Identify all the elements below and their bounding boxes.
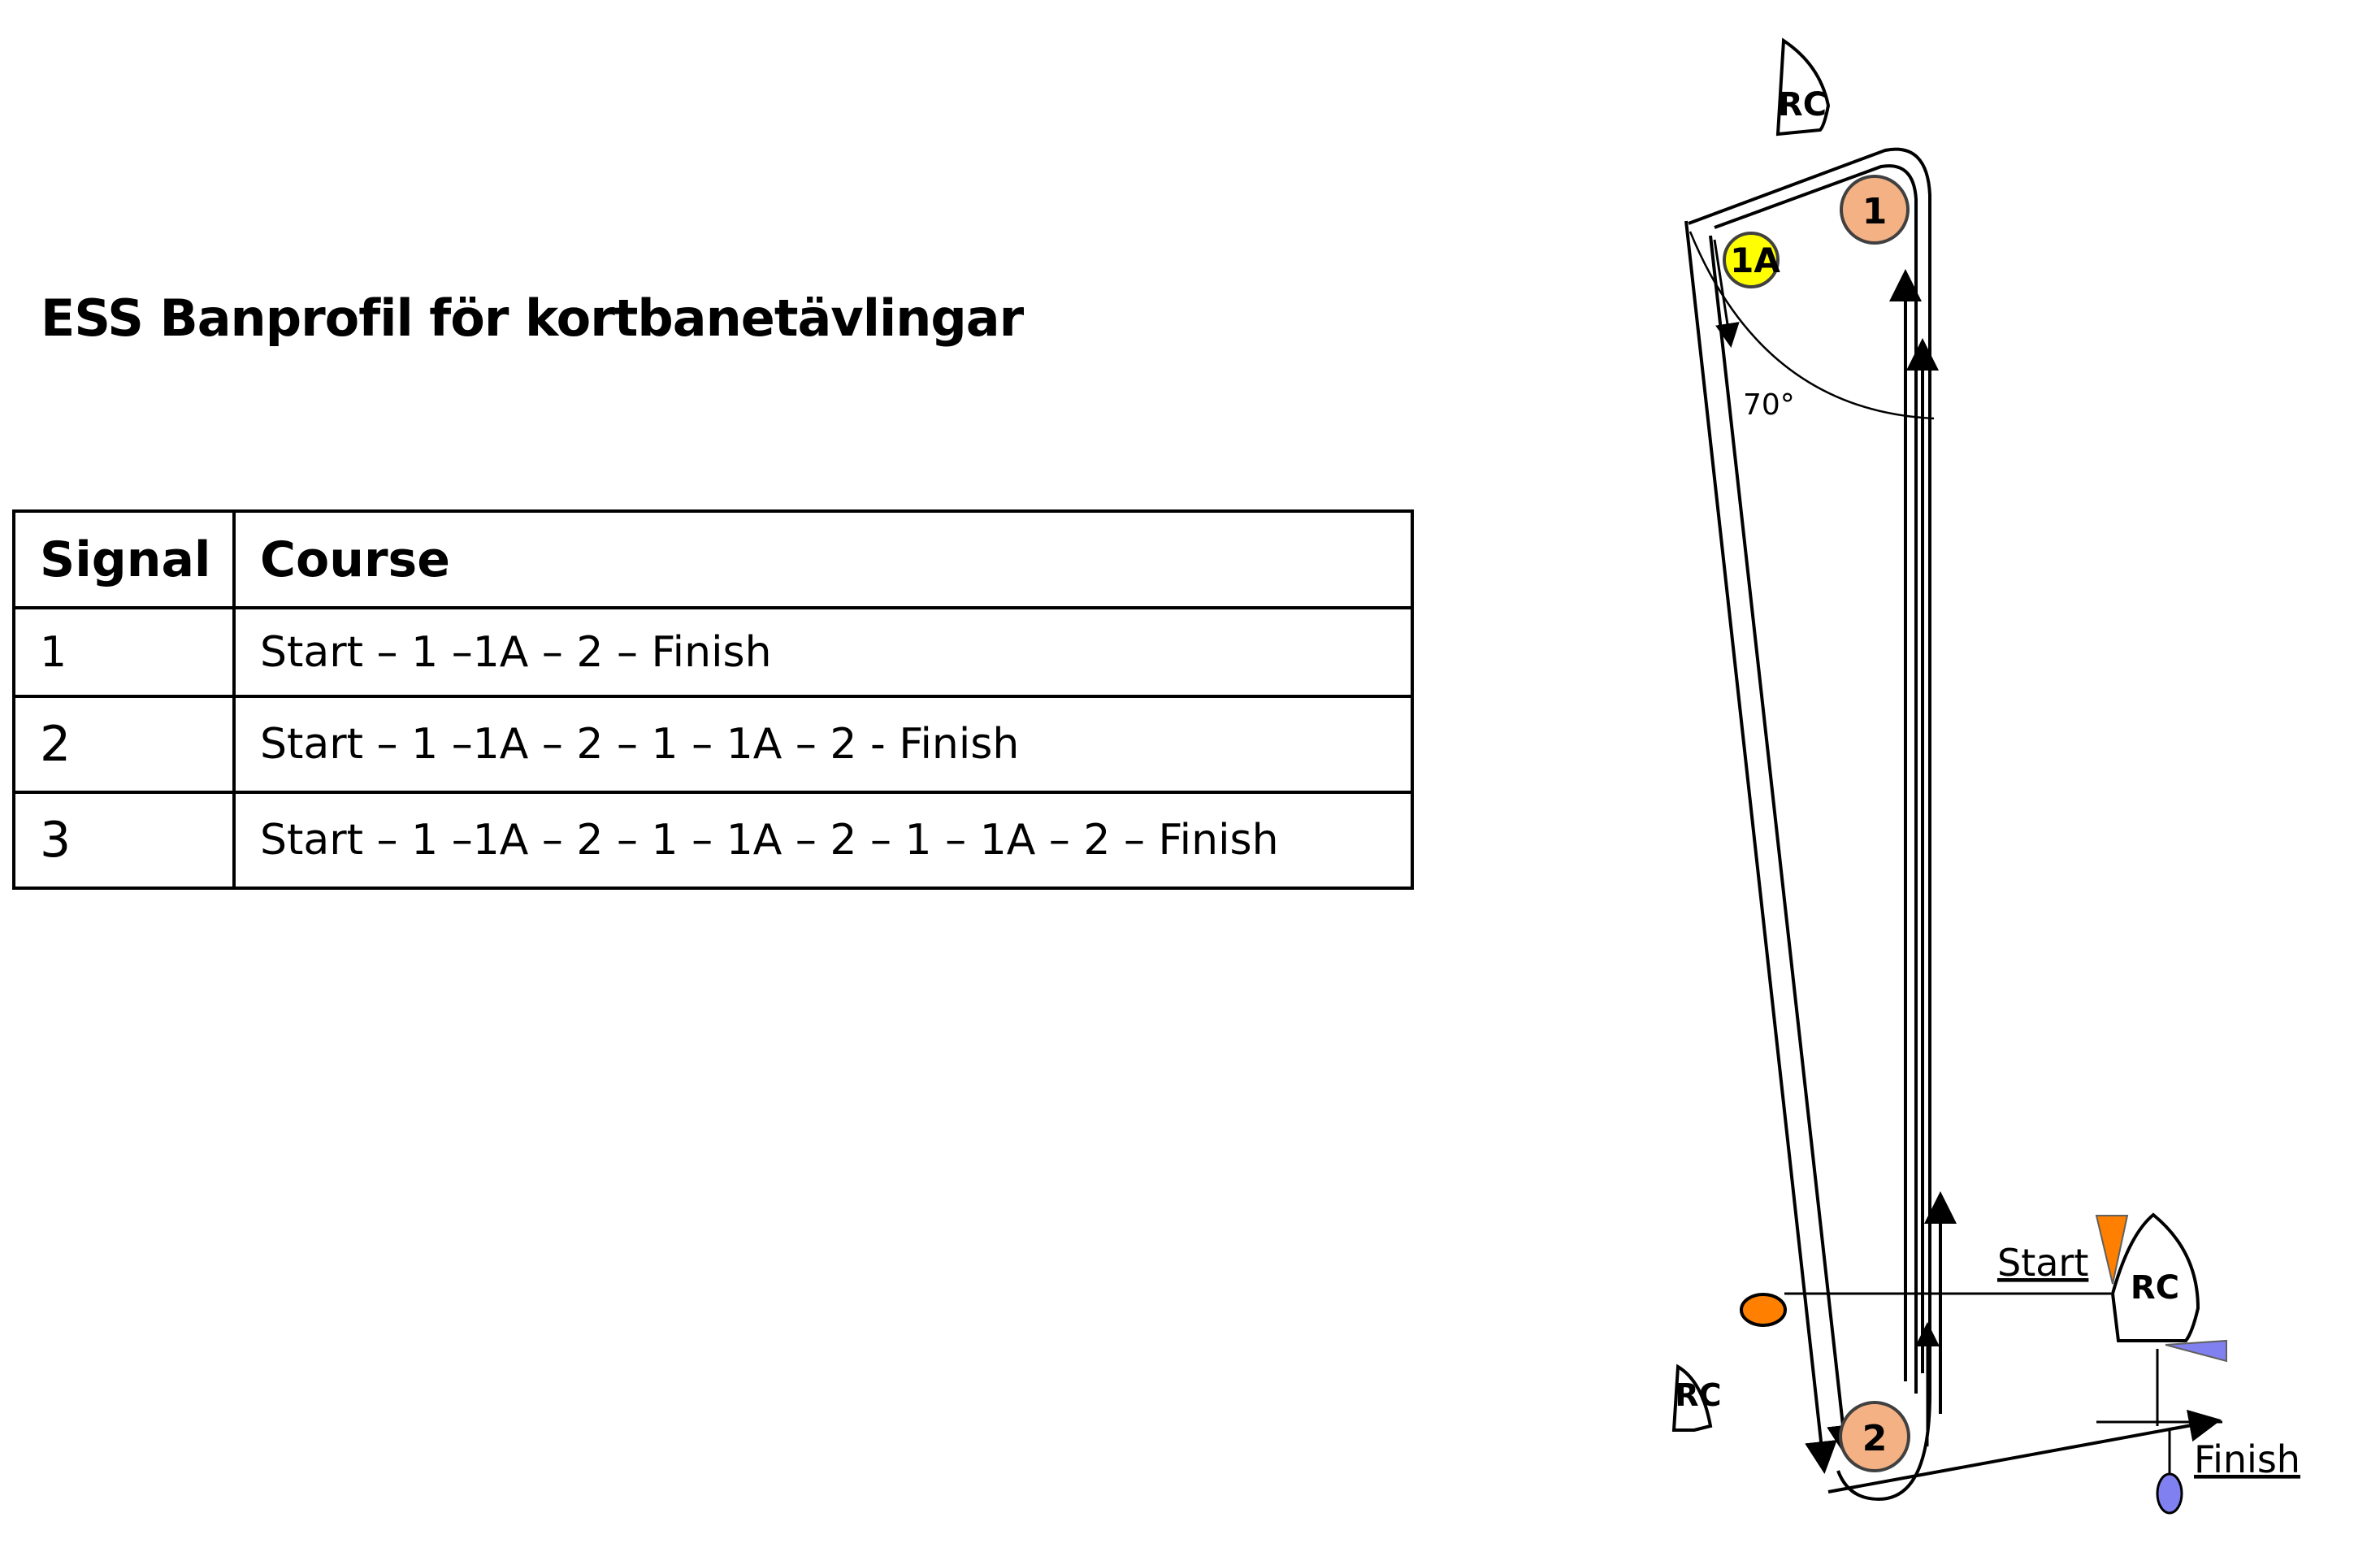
header-course: Course bbox=[232, 509, 1414, 609]
course-cell: Start – 1 –1A – 2 – 1 – 1A – 2 – 1 – 1A … bbox=[232, 791, 1414, 890]
mark-1: 1 bbox=[1840, 175, 1910, 245]
page-title: ESS Banprofil för kortbanetävlingar bbox=[41, 288, 1024, 348]
start-flag-icon bbox=[2095, 1215, 2129, 1285]
rc-label-start: RC bbox=[2131, 1269, 2179, 1307]
course-outer-loop bbox=[1688, 147, 1931, 1502]
course-cell: Start – 1 –1A – 2 – Finish bbox=[232, 606, 1414, 698]
committee-boat-start: RC bbox=[2110, 1212, 2200, 1342]
mark-1-label: 1 bbox=[1862, 191, 1888, 232]
signal-cell: 2 bbox=[12, 695, 236, 794]
course-inner-loop bbox=[1714, 164, 1918, 1394]
downwind-leg-outer bbox=[1684, 220, 1837, 1474]
signal-cell: 1 bbox=[12, 606, 236, 698]
rc-label-bottom: RC bbox=[1675, 1377, 1721, 1413]
header-signal: Signal bbox=[12, 509, 236, 609]
finish-label: Finish bbox=[2194, 1437, 2300, 1481]
finish-pin-icon bbox=[2156, 1472, 2183, 1515]
committee-boat-top: RC bbox=[1775, 37, 1831, 137]
angle-arc bbox=[1689, 231, 1935, 420]
committee-boat-bottom: RC bbox=[1671, 1363, 1722, 1432]
course-cell: Start – 1 –1A – 2 – 1 – 1A – 2 - Finish bbox=[232, 695, 1414, 794]
angle-label: 70° bbox=[1743, 388, 1795, 422]
finish-line bbox=[1827, 1409, 2222, 1493]
offset-leg bbox=[1713, 239, 1740, 348]
table-row: 2 Start – 1 –1A – 2 – 1 – 1A – 2 - Finis… bbox=[12, 695, 1414, 794]
signal-cell: 3 bbox=[12, 791, 236, 890]
mark-1a-label: 1A bbox=[1730, 241, 1780, 280]
mark-2-label: 2 bbox=[1862, 1418, 1888, 1459]
table-row: 3 Start – 1 –1A – 2 – 1 – 1A – 2 – 1 – 1… bbox=[12, 791, 1414, 890]
start-label: Start bbox=[1997, 1241, 2088, 1285]
course-table: Signal Course 1 Start – 1 –1A – 2 – Fini… bbox=[12, 509, 1414, 890]
finish-flag-icon bbox=[2165, 1339, 2227, 1363]
rc-label-top: RC bbox=[1778, 86, 1827, 124]
downwind-leg-inner bbox=[1709, 235, 1859, 1458]
start-pin-icon bbox=[1740, 1293, 1787, 1327]
table-row: 1 Start – 1 –1A – 2 – Finish bbox=[12, 606, 1414, 698]
mark-1a: 1A bbox=[1723, 232, 1780, 288]
table-header-row: Signal Course bbox=[12, 509, 1414, 609]
mark-2: 2 bbox=[1839, 1401, 1910, 1472]
